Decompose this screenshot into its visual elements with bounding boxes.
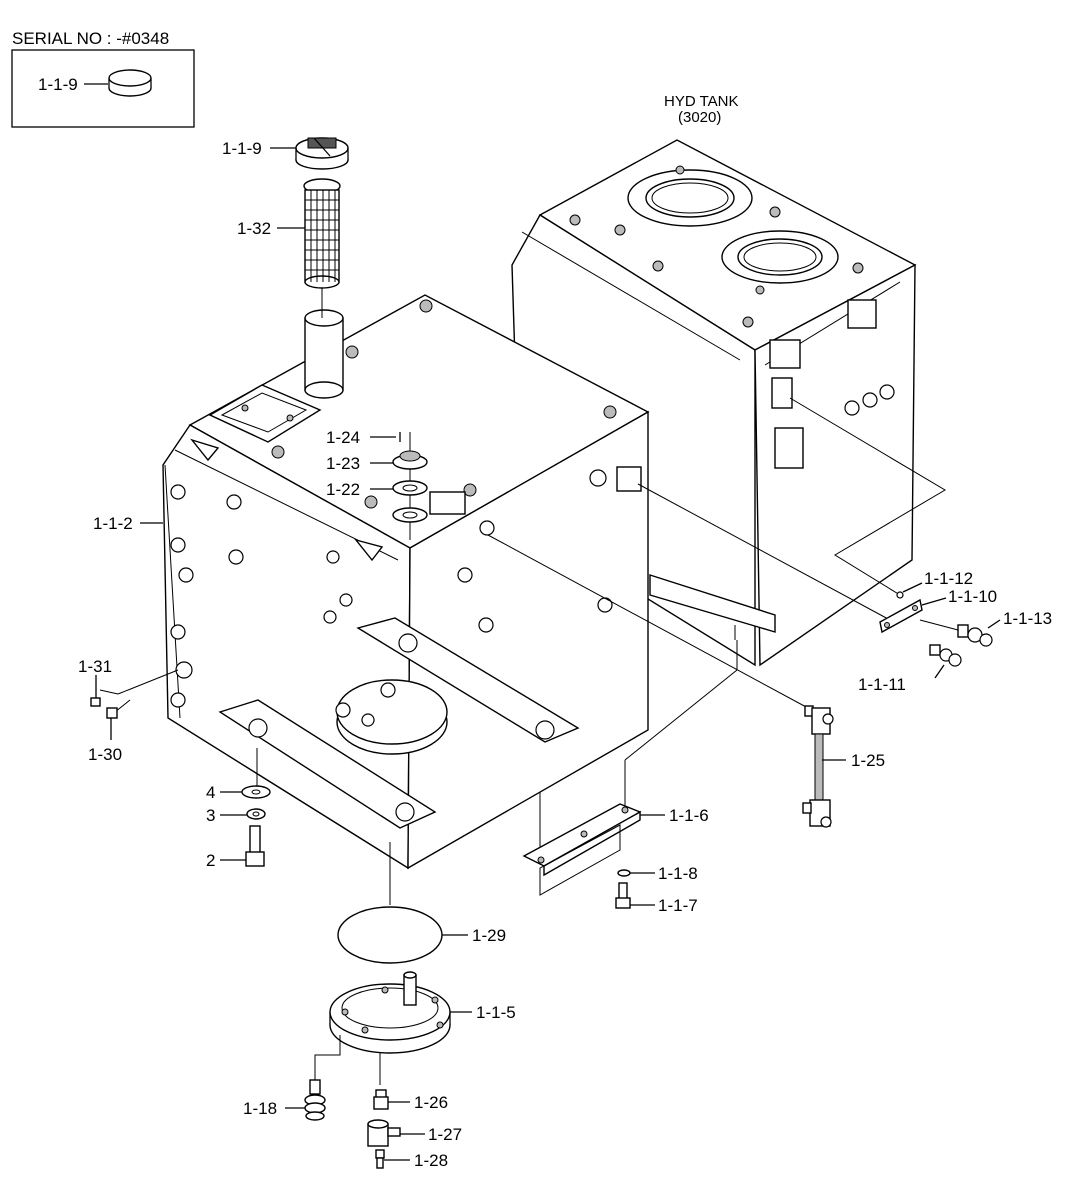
serial-part-label: 1-1-9 — [38, 75, 78, 94]
serial-title: SERIAL NO : -#0348 — [12, 29, 169, 48]
serial-inset: SERIAL NO : -#0348 1-1-9 — [11, 29, 195, 128]
mount-bracket — [522, 803, 642, 909]
drain-valve — [367, 1089, 401, 1169]
callout-1-1-12: 1-1-12 — [924, 569, 973, 588]
side-fittings — [90, 669, 179, 719]
filler-cap-icon — [295, 137, 349, 170]
strainer-icon — [303, 178, 341, 318]
callout-1-1-9: 1-1-9 — [222, 139, 262, 158]
callout-1-1-10: 1-1-10 — [948, 587, 997, 606]
callout-1-1-5: 1-1-5 — [476, 1003, 516, 1022]
sensor-plate — [637, 483, 993, 667]
callout-1-23: 1-23 — [326, 454, 360, 473]
callout-1-24: 1-24 — [326, 428, 360, 447]
hyd-tank-title: HYD TANK — [664, 93, 738, 110]
callout-1-22: 1-22 — [326, 480, 360, 499]
callout-1-1-13: 1-1-13 — [1003, 609, 1052, 628]
sender-unit — [392, 432, 428, 540]
callout-1-32: 1-32 — [237, 219, 271, 238]
callout-1-1-7: 1-1-7 — [658, 896, 698, 915]
level-gauge-rod — [487, 534, 834, 828]
cap-plain-icon — [108, 69, 152, 97]
callout-1-1-2: 1-1-2 — [93, 514, 133, 533]
gasket — [337, 842, 443, 964]
callout-1-31: 1-31 — [78, 657, 112, 676]
callout-1-26: 1-26 — [414, 1093, 448, 1112]
callout-1-29: 1-29 — [472, 926, 506, 945]
callout-1-1-11: 1-1-11 — [858, 675, 906, 694]
callout-1-27: 1-27 — [428, 1125, 462, 1144]
callout-1-30: 1-30 — [88, 745, 122, 764]
fuel-tank — [162, 294, 650, 870]
callout-2: 2 — [206, 851, 215, 870]
callout-3: 3 — [206, 806, 215, 825]
hyd-tank-code: (3020) — [678, 109, 721, 126]
callout-1-1-6: 1-1-6 — [669, 806, 709, 825]
callout-1-28: 1-28 — [414, 1151, 448, 1170]
callout-1-25: 1-25 — [851, 751, 885, 770]
callout-1-18: 1-18 — [243, 1099, 277, 1118]
drain-cover — [314, 971, 451, 1085]
callout-1-1-8: 1-1-8 — [658, 864, 698, 883]
serial-frame — [11, 49, 195, 128]
drain-plug — [304, 1079, 326, 1121]
callout-4: 4 — [206, 783, 215, 802]
leader-lines — [95, 147, 1001, 1161]
callout-labels: 1-1-9 1-32 1-24 1-23 1-22 1-1-2 1-31 1-3… — [78, 139, 1052, 1170]
